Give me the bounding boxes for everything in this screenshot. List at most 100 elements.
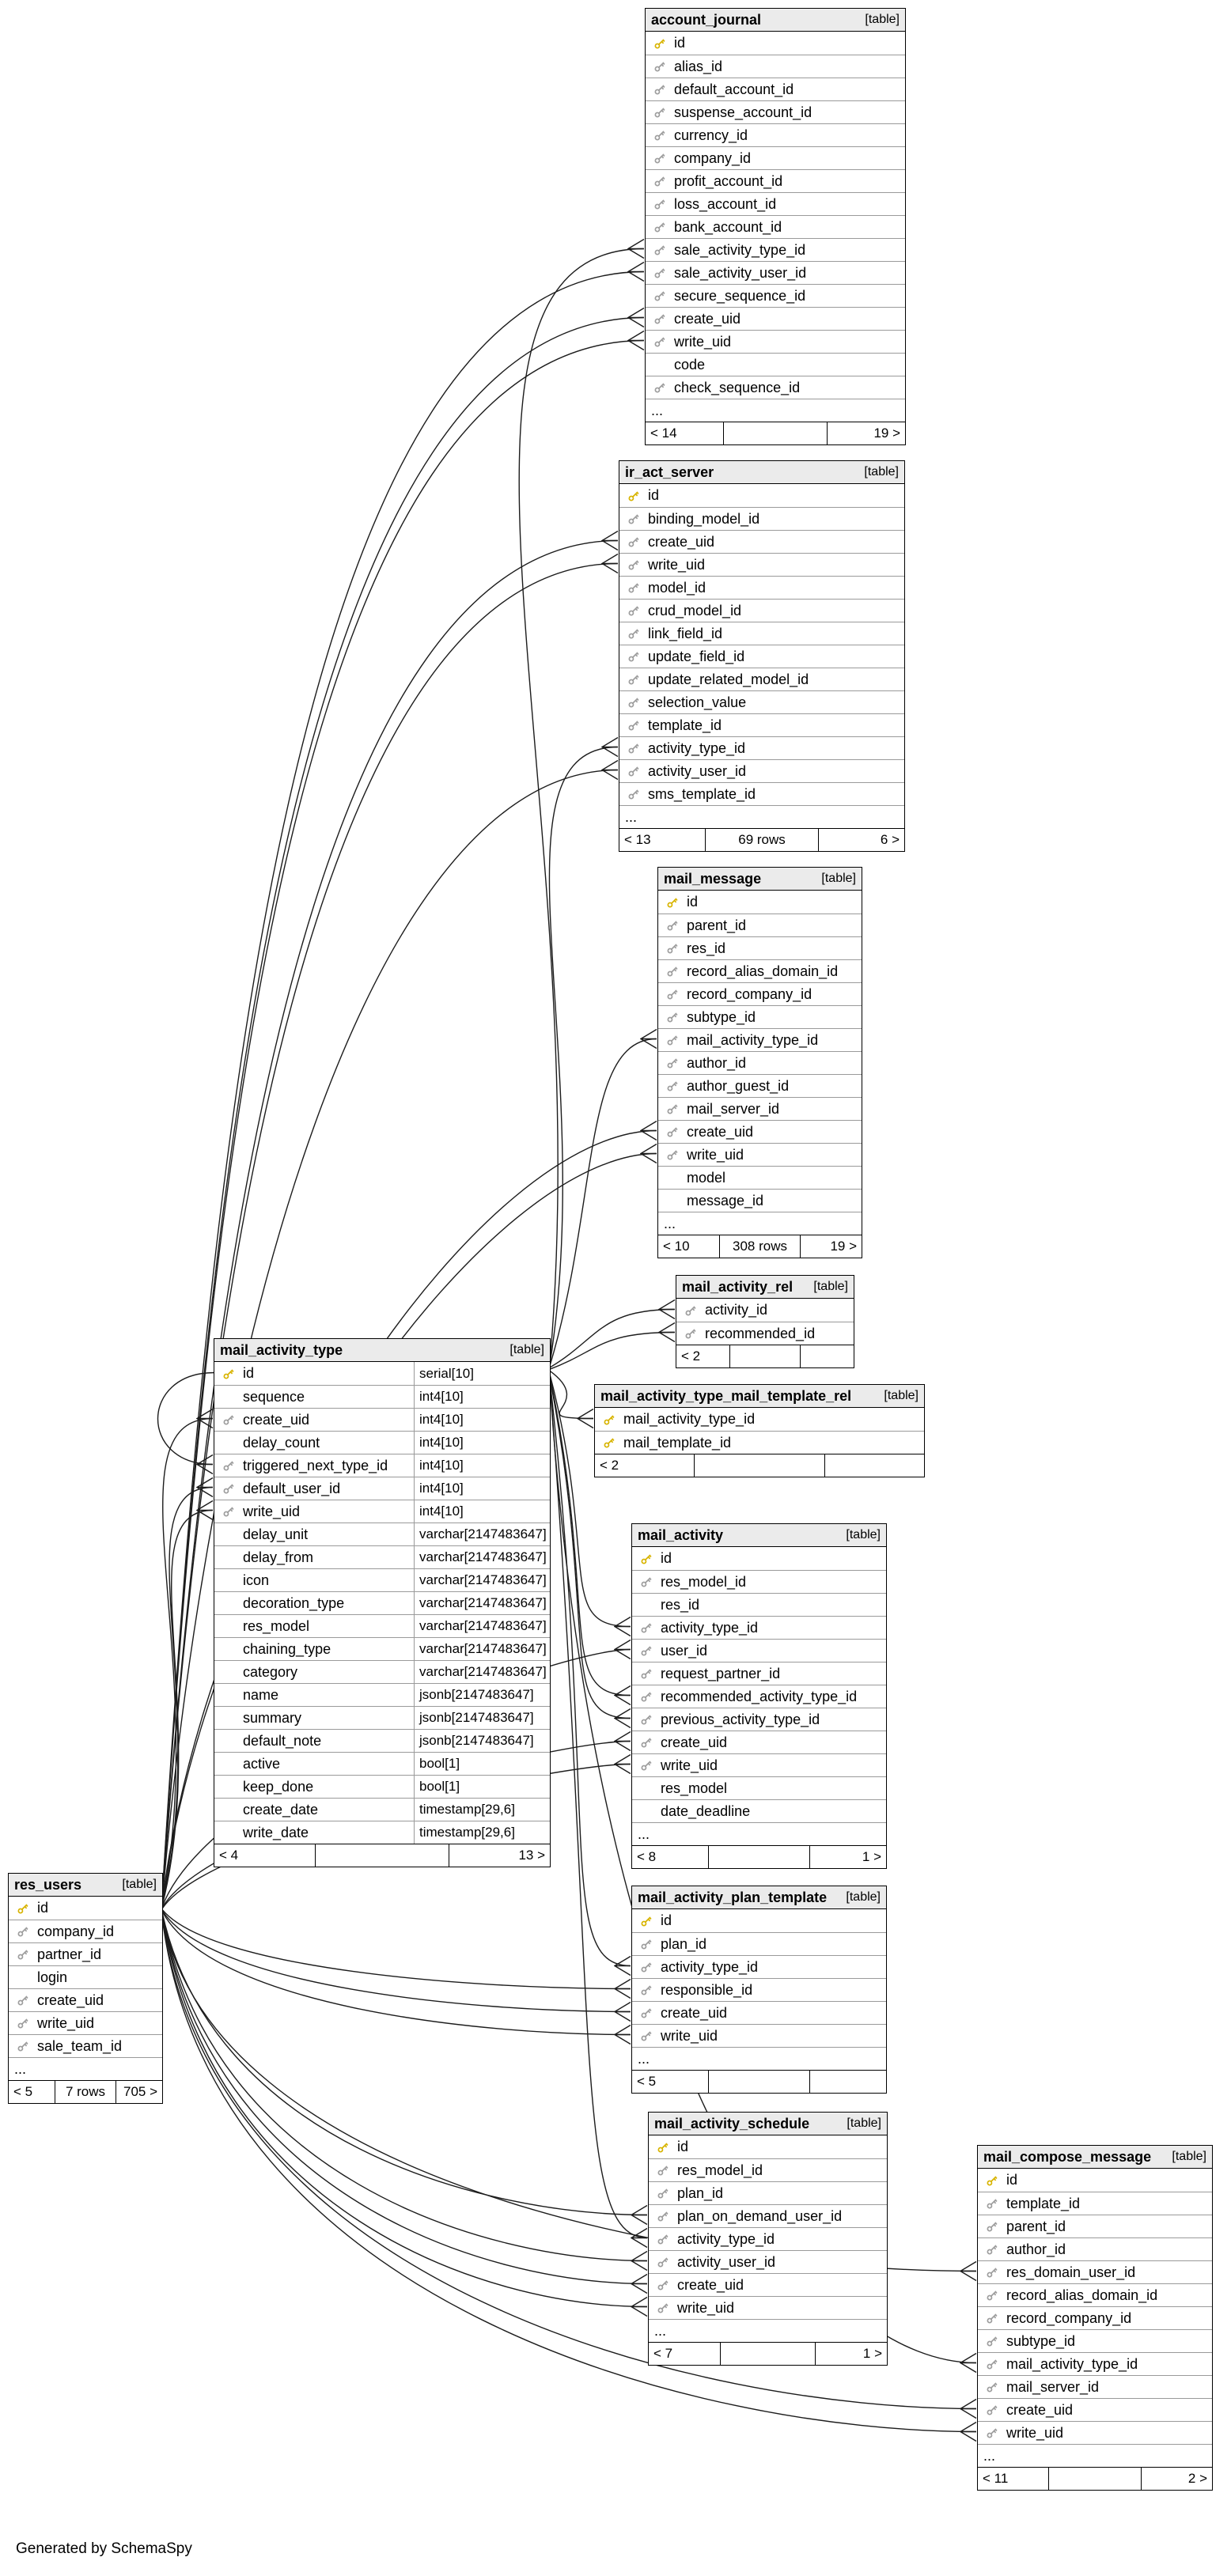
column-row-id: id — [978, 2169, 1212, 2192]
footer-children-count: 13 > — [518, 1848, 545, 1863]
column-type: jsonb[2147483647] — [414, 1707, 550, 1729]
fk-edge-mail_activity_type.id-to-mail_activity_rel.recommended_id — [549, 1333, 675, 1370]
table-title[interactable]: mail_activity_plan_template — [638, 1889, 828, 1905]
truncation-indicator: ... — [625, 808, 638, 825]
table-header-mail_activity_schedule[interactable]: mail_activity_schedule[table] — [649, 2113, 887, 2135]
table-title[interactable]: account_journal — [651, 11, 762, 28]
foreign-key-icon — [628, 743, 639, 754]
column-icon-gutter — [595, 1436, 623, 1450]
column-type: bool[1] — [414, 1776, 550, 1798]
column-name: create_uid — [37, 1992, 104, 2008]
column-name: date_deadline — [661, 1802, 751, 1819]
column-row-write_uid: write_uid — [646, 330, 905, 353]
column-name: update_related_model_id — [648, 671, 809, 687]
table-title[interactable]: ir_act_server — [625, 463, 714, 480]
column-icon-gutter — [9, 1947, 37, 1961]
column-icon-gutter — [632, 1960, 661, 1974]
column-icon-gutter — [658, 1079, 687, 1093]
column-name: record_alias_domain_id — [1006, 2287, 1158, 2303]
column-row-default_account_id: default_account_id — [646, 78, 905, 100]
column-name: sms_template_id — [648, 785, 756, 802]
foreign-key-icon — [628, 514, 639, 524]
fk-edge-res_users.id-to-mail_activity_plan_template.responsible_id — [161, 1908, 631, 1988]
column-name: activity_type_id — [661, 1619, 759, 1636]
column-icon-gutter — [646, 289, 674, 303]
truncation-indicator: ... — [983, 2447, 996, 2464]
fk-edge-mail_activity_type.id-to-mail_activity_type.triggered_next_type_id — [157, 1371, 215, 1465]
foreign-key-icon — [654, 131, 665, 141]
table-title[interactable]: mail_activity_type — [220, 1341, 343, 1358]
column-icon-gutter — [619, 535, 648, 549]
column-icon-gutter — [632, 2029, 661, 2043]
column-name: create_uid — [1006, 2401, 1074, 2418]
column-name: sequence — [243, 1388, 305, 1405]
column-icon-gutter — [646, 335, 674, 349]
foreign-key-icon — [667, 989, 678, 1000]
table-header-mail_activity_rel[interactable]: mail_activity_rel[table] — [676, 1276, 854, 1299]
foreign-key-icon — [628, 583, 639, 593]
table-header-account_journal[interactable]: account_journal[table] — [646, 9, 905, 32]
column-row-ellipsis: ... — [658, 1212, 862, 1235]
column-icon-gutter — [619, 558, 648, 572]
table-header-res_users[interactable]: res_users[table] — [9, 1874, 162, 1897]
column-icon-gutter — [9, 2039, 37, 2053]
column-name: keep_done — [243, 1778, 314, 1795]
column-icon-gutter — [632, 1735, 661, 1749]
column-icon-gutter — [978, 2380, 1006, 2394]
table-header-mail_compose_message[interactable]: mail_compose_message[table] — [978, 2146, 1212, 2169]
column-name: crud_model_id — [648, 602, 742, 618]
footer-rows-count — [708, 1846, 810, 1868]
column-row-activity_id: activity_id — [676, 1299, 854, 1322]
table-title[interactable]: mail_compose_message — [983, 2148, 1152, 2165]
fk-edge-res_users.id-to-mail_compose_message.create_uid — [161, 1916, 976, 2408]
primary-key-icon — [604, 1438, 615, 1448]
table-header-mail_activity_type_mail_template_rel[interactable]: mail_activity_type_mail_template_rel[tab… — [595, 1385, 924, 1408]
foreign-key-icon — [628, 698, 639, 708]
column-icon-gutter — [658, 1148, 687, 1162]
column-name: mail_activity_type_id — [623, 1411, 756, 1427]
table-title[interactable]: mail_activity_rel — [682, 1278, 794, 1295]
foreign-key-icon — [685, 1329, 696, 1339]
table-header-mail_activity_type[interactable]: mail_activity_type [table] — [214, 1339, 550, 1362]
column-icon-gutter — [619, 764, 648, 778]
column-name: subtype_id — [1006, 2332, 1076, 2349]
column-type: varchar[2147483647] — [414, 1546, 550, 1568]
table-title[interactable]: mail_message — [664, 870, 762, 887]
table-header-ir_act_server[interactable]: ir_act_server[table] — [619, 461, 904, 484]
column-icon-gutter — [676, 1303, 705, 1318]
column-icon-gutter — [658, 1102, 687, 1116]
column-row-plan_on_demand_user_id: plan_on_demand_user_id — [649, 2204, 887, 2227]
table-title[interactable]: mail_activity_type_mail_template_rel — [600, 1387, 852, 1404]
column-row-ellipsis: ... — [632, 1822, 886, 1845]
table-header-mail_message[interactable]: mail_message[table] — [658, 868, 862, 891]
column-icon-gutter — [632, 1666, 661, 1681]
column-name: alias_id — [674, 58, 723, 74]
table-title[interactable]: res_users — [14, 1876, 82, 1893]
table-header-mail_activity_plan_template[interactable]: mail_activity_plan_template[table] — [632, 1886, 886, 1909]
footer-children-count: 6 > — [880, 832, 900, 847]
foreign-key-icon — [628, 766, 639, 777]
column-name: triggered_next_type_id — [243, 1457, 388, 1473]
column-name: suspense_account_id — [674, 104, 812, 120]
footer-parents-count: < 5 — [13, 2084, 33, 2099]
column-row-id: id — [9, 1897, 162, 1920]
table-header-mail_activity[interactable]: mail_activity[table] — [632, 1524, 886, 1547]
foreign-key-icon — [641, 1623, 652, 1633]
foreign-key-icon — [654, 85, 665, 95]
table-tag: [table] — [509, 1343, 544, 1356]
table-title[interactable]: mail_activity_schedule — [654, 2115, 810, 2132]
column-type: varchar[2147483647] — [414, 1569, 550, 1591]
foreign-key-icon — [641, 2031, 652, 2041]
column-row-mail_activity_type_id: mail_activity_type_id — [978, 2352, 1212, 2375]
column-name: name — [243, 1686, 279, 1703]
column-name: res_id — [661, 1596, 700, 1613]
table-title[interactable]: mail_activity — [638, 1526, 724, 1543]
column-name: model — [687, 1169, 726, 1186]
fk-edge-res_users.id-to-mail_activity_schedule.plan_on_demand_user_id — [161, 1912, 647, 2215]
column-icon-gutter — [646, 36, 674, 51]
column-icon-gutter — [619, 718, 648, 732]
